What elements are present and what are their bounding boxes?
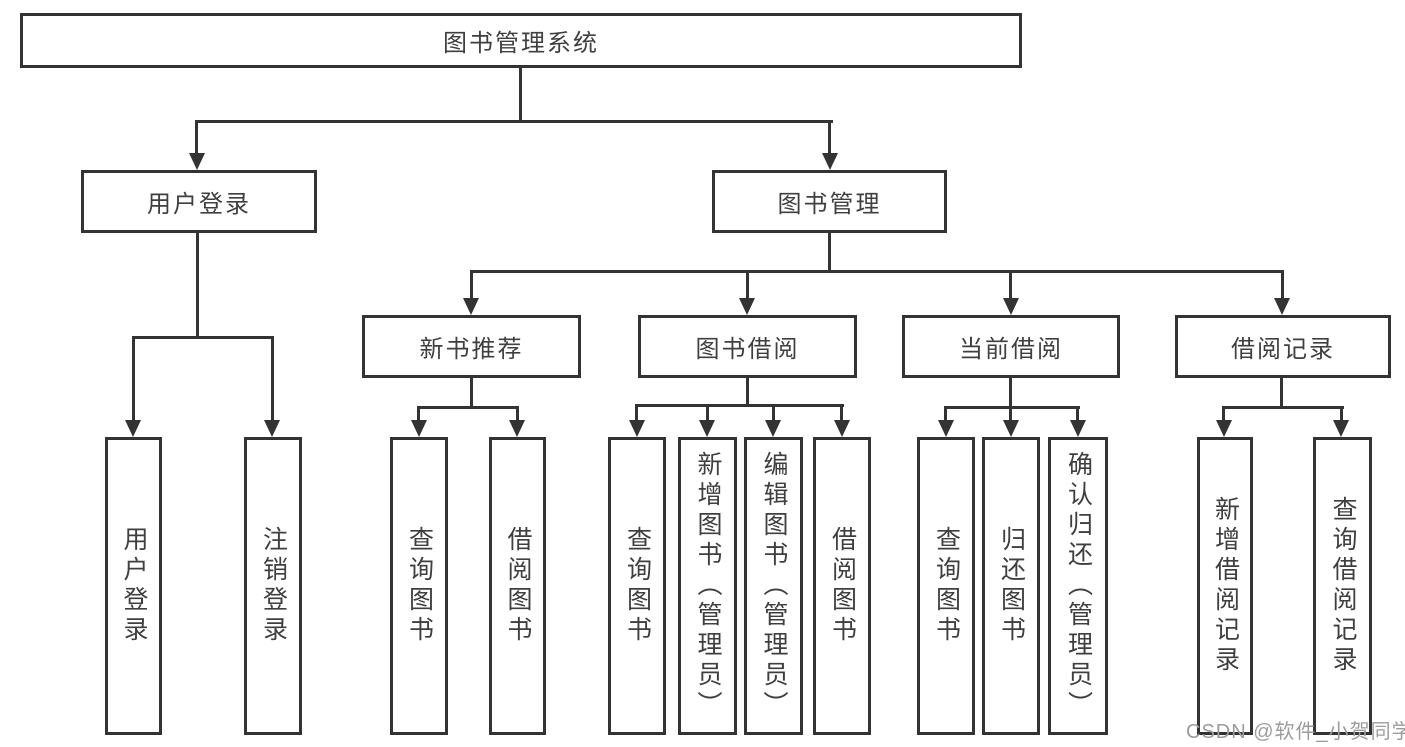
leaf-query-books: 查询图书: [608, 437, 666, 735]
node-new-book-recommendation: 新书推荐: [362, 315, 581, 378]
connector-stub: [271, 336, 274, 421]
connector-borrowrecords-trunk: [1280, 378, 1283, 408]
node-book-management: 图书管理: [712, 170, 947, 233]
arrow-down-icon: [509, 420, 525, 437]
connector-stub: [840, 404, 843, 422]
connector-stub: [1222, 406, 1225, 422]
connector-stub: [828, 120, 831, 155]
connector-stub: [470, 270, 473, 300]
connector-currentborrow-branch: [944, 406, 1080, 409]
connector-bookborrow-branch: [635, 404, 844, 407]
leaf-label: 归还图书: [997, 526, 1026, 646]
connector-stub: [635, 404, 638, 422]
node-library-management-system: 图书管理系统: [20, 13, 1022, 68]
leaf-add-borrow-record: 新增借阅记录: [1197, 437, 1253, 735]
leaf-borrow-books: 借阅图书: [489, 437, 546, 735]
node-current-borrowing: 当前借阅: [902, 315, 1120, 378]
leaf-query-borrow-record: 查询借阅记录: [1313, 437, 1372, 735]
node-book-borrowing: 图书借阅: [638, 315, 857, 378]
leaf-logout: 注销登录: [244, 437, 302, 735]
connector-stub: [944, 406, 947, 422]
leaf-query-books: 查询图书: [917, 437, 975, 735]
arrow-down-icon: [699, 420, 715, 437]
connector-bookmgmt-trunk: [828, 233, 831, 271]
connector-stub: [1281, 270, 1284, 300]
leaf-borrow-books: 借阅图书: [813, 437, 871, 735]
leaf-label: 新增借阅记录: [1211, 496, 1240, 676]
node-label: 图书借阅: [695, 336, 800, 363]
connector-newbook-branch: [417, 406, 519, 409]
node-label: 新书推荐: [419, 336, 524, 363]
node-label: 借阅记录: [1231, 336, 1335, 363]
arrow-down-icon: [463, 298, 479, 315]
connector-stub: [1009, 270, 1012, 300]
arrow-down-icon: [1333, 420, 1349, 437]
connector-root-trunk: [519, 68, 522, 120]
leaf-label: 借阅图书: [828, 526, 857, 646]
connector-bookmgmt-branch: [470, 270, 1284, 273]
connector-stub: [516, 406, 519, 422]
connector-stub: [706, 404, 709, 422]
connector-stub: [417, 406, 420, 422]
arrow-down-icon: [1070, 420, 1086, 437]
leaf-label: 新增图书（管理员）: [694, 451, 722, 721]
leaf-user-login: 用户登录: [105, 437, 162, 735]
csdn-watermark: CSDN @软件_小贺同学: [1186, 721, 1405, 743]
connector-root-branch: [195, 120, 833, 123]
leaf-label: 借阅图书: [504, 526, 532, 646]
leaf-confirm-return-admin: 确认归还（管理员）: [1048, 437, 1108, 735]
node-label: 图书管理系统: [443, 30, 599, 57]
leaf-label: 查询图书: [405, 526, 434, 646]
connector-userlogin-branch: [132, 336, 274, 339]
arrow-down-icon: [822, 153, 838, 170]
leaf-label: 查询图书: [623, 526, 652, 646]
connector-bookborrow-trunk: [746, 378, 749, 406]
node-label: 当前借阅: [959, 336, 1063, 363]
arrow-down-icon: [189, 153, 205, 170]
leaf-add-books-admin: 新增图书（管理员）: [678, 437, 737, 735]
leaf-label: 用户登录: [120, 526, 148, 646]
connector-stub: [1340, 406, 1343, 422]
arrow-down-icon: [938, 420, 954, 437]
connector-stub: [195, 120, 198, 155]
arrow-down-icon: [834, 420, 850, 437]
arrow-down-icon: [1216, 420, 1232, 437]
leaf-label: 查询借阅记录: [1329, 496, 1357, 676]
node-user-login: 用户登录: [81, 170, 317, 233]
leaf-label: 查询图书: [932, 526, 961, 646]
connector-stub: [772, 404, 775, 422]
leaf-edit-books-admin: 编辑图书（管理员）: [744, 437, 803, 735]
arrow-down-icon: [264, 420, 280, 437]
connector-stub: [132, 336, 135, 421]
connector-stub: [1009, 406, 1012, 422]
arrow-down-icon: [1274, 298, 1290, 315]
connector-currentborrow-trunk: [1009, 378, 1012, 408]
leaf-label: 注销登录: [259, 526, 288, 646]
connector-newbook-trunk: [470, 378, 473, 408]
arrow-down-icon: [739, 298, 755, 315]
node-label: 用户登录: [147, 191, 251, 218]
arrow-down-icon: [1003, 420, 1019, 437]
leaf-return-books: 归还图书: [982, 437, 1040, 735]
connector-borrowrecords-branch: [1222, 406, 1344, 409]
connector-userlogin-trunk: [196, 233, 199, 337]
connector-stub: [1076, 406, 1079, 422]
leaf-label: 编辑图书（管理员）: [760, 451, 788, 721]
leaf-query-books: 查询图书: [390, 437, 448, 735]
arrow-down-icon: [629, 420, 645, 437]
arrow-down-icon: [125, 420, 141, 437]
leaf-label: 确认归还（管理员）: [1064, 451, 1093, 721]
connector-stub: [746, 270, 749, 300]
node-label: 图书管理: [777, 191, 882, 218]
node-borrowing-records: 借阅记录: [1175, 315, 1391, 378]
arrow-down-icon: [411, 420, 427, 437]
arrow-down-icon: [1003, 298, 1019, 315]
arrow-down-icon: [765, 420, 781, 437]
